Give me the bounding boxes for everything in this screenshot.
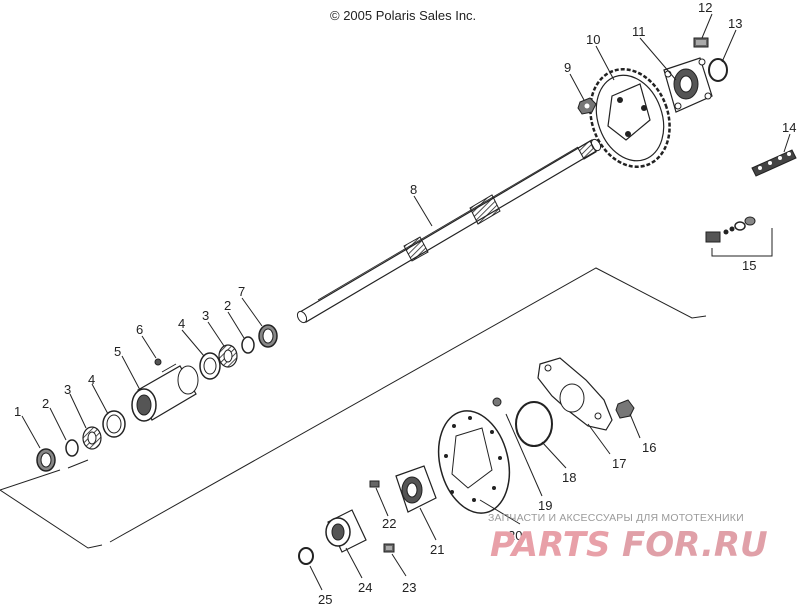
callout-19: 19 [538,498,552,513]
retaining-ring-13 [708,58,728,82]
brake-disc [437,410,511,514]
callout-17: 17 [612,456,626,471]
leader-lines [21,13,791,591]
callout-23: 23 [402,580,416,595]
disc-nut [492,397,502,407]
callout-1: 1 [14,404,21,419]
callout-18: 18 [562,470,576,485]
callout-9: 9 [564,60,571,75]
callout-3: 3 [64,382,71,397]
wheel-hub [325,509,367,553]
callout-13: 13 [728,16,742,31]
copyright-notice: © 2005 Polaris Sales Inc. [330,8,477,23]
callout-3b: 3 [202,308,209,323]
bearing-3a [82,426,102,450]
callout-22: 22 [382,516,396,531]
callout-2: 2 [42,396,49,411]
sprocket-nut [577,97,597,115]
watermark-logo: PARTS FOR.RU [490,525,768,564]
axle-shaft [296,138,602,324]
caliper-bracket [537,357,613,431]
callout-15: 15 [742,258,756,273]
master-link-kit [705,216,773,257]
bearing-3b [218,344,238,368]
hub-bolt [693,37,709,48]
callout-20: 20 [508,528,522,543]
disc-hub [395,465,437,513]
callout-12: 12 [698,0,712,15]
callout-25: 25 [318,592,332,606]
assembly-frame [0,267,707,549]
bolt-23 [383,543,395,553]
callout-6: 6 [136,322,143,337]
callout-4b: 4 [178,316,185,331]
snap-ring-25 [298,547,314,565]
callout-7: 7 [238,284,245,299]
snap-ring-2b [241,336,255,354]
grease-fitting [154,358,162,366]
callout-numbers: 1 2 3 4 5 6 4 3 2 7 8 9 10 11 12 13 14 1… [14,0,796,607]
drive-chain [751,149,797,177]
bracket-nut [615,399,635,419]
watermark-logo-right: FOR.RU [622,525,768,564]
watermark-logo-left: PARTS [490,525,610,564]
watermark-tagline: ЗАПЧАСТИ И АКСЕССУАРЫ ДЛЯ МОТОТЕХНИКИ [488,512,744,524]
callout-4: 4 [88,372,95,387]
hub-bolt-22 [369,480,380,488]
callout-2b: 2 [224,298,231,313]
bearing-housing [131,363,199,422]
callout-21: 21 [430,542,444,557]
callout-16: 16 [642,440,656,455]
seal-7 [258,324,278,348]
callout-14: 14 [782,120,796,135]
spacer-4b [199,352,221,380]
callout-8: 8 [410,182,417,197]
sprocket [589,68,671,168]
callout-10: 10 [586,32,600,47]
snap-ring-18 [515,401,553,447]
snap-ring-2a [65,439,79,457]
sprocket-hub [663,57,713,113]
callout-24: 24 [358,580,372,595]
callout-5: 5 [114,344,121,359]
spacer-4a [102,410,126,438]
callout-11: 11 [632,24,646,39]
seal-1 [36,448,56,472]
